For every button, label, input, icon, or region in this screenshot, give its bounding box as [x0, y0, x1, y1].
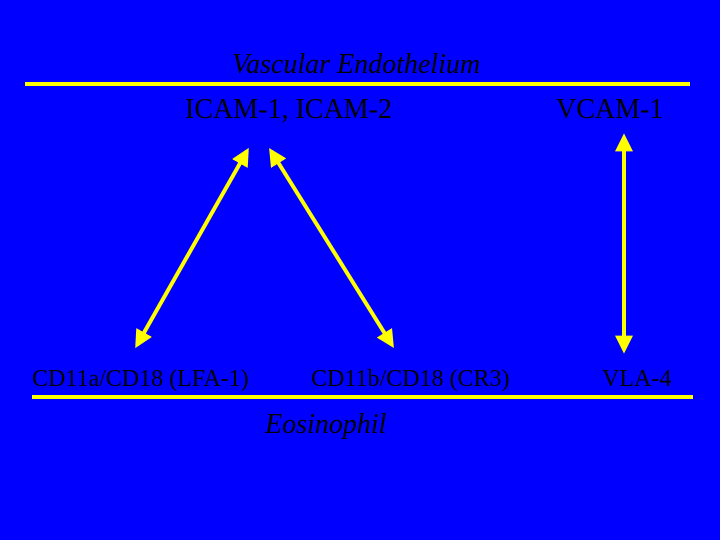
eosinophil-membrane-line	[32, 395, 693, 399]
arrow-icam-to-cr3	[269, 147, 394, 349]
vla4-label: VLA-4	[602, 366, 672, 392]
endothelium-label: Vascular Endothelium	[232, 49, 481, 80]
cr3-label: CD11b/CD18 (CR3)	[311, 366, 510, 392]
vcam-label: VCAM-1	[556, 94, 664, 125]
lfa1-label: CD11a/CD18 (LFA-1)	[32, 366, 249, 392]
arrow-icam-to-lfa1	[135, 147, 249, 349]
eosinophil-label: Eosinophil	[265, 409, 387, 440]
icam-label: ICAM-1, ICAM-2	[185, 94, 392, 125]
endothelium-membrane-line	[25, 82, 690, 86]
